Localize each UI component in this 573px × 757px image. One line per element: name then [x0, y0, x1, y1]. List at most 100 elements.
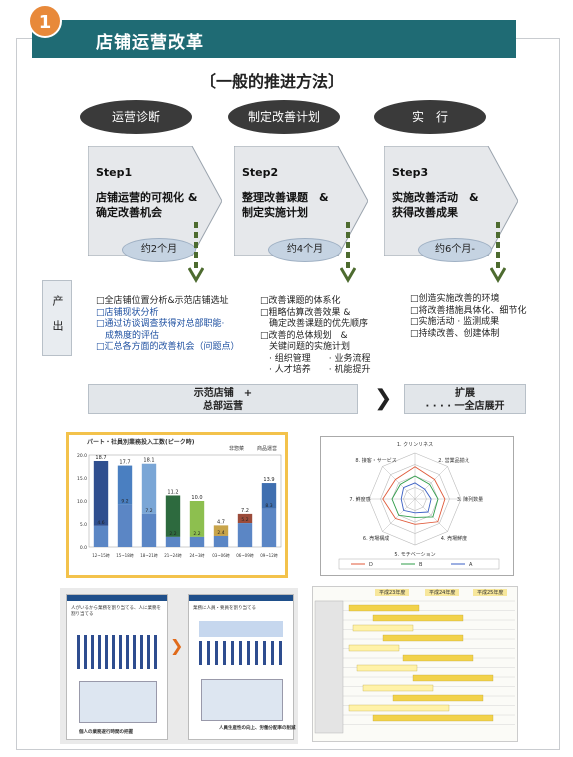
radar-axis-label: 4. 売場鮮度 — [441, 535, 467, 542]
bar-value-label: 4.6 — [97, 520, 104, 526]
roadmap-gantt-grid — [314, 600, 515, 734]
chevron-right-icon: ❯ — [374, 386, 393, 411]
radar-series — [400, 482, 432, 514]
bar-value-label: 17.7 — [119, 460, 130, 466]
gantt-bar — [362, 684, 434, 692]
bar-segment-lower — [189, 536, 205, 547]
section-number-badge: 1 — [28, 4, 62, 38]
row-label-column — [314, 600, 344, 734]
output-item: 成熟度的评估 — [96, 330, 160, 341]
step-3-title: Step3 — [392, 166, 429, 179]
bar-segment-upper — [213, 525, 229, 536]
chart-title: パート・社員別業務投入工数(ピーク時) — [87, 439, 195, 446]
radar-axis-label: 3. 陳列数量 — [457, 496, 483, 503]
output-item: □店铺现状分析 — [96, 307, 159, 318]
radar-axis — [414, 466, 448, 500]
radar-legend-box — [338, 558, 500, 570]
bar-value-label: 7.2 — [145, 508, 152, 514]
slide-1-footer: 個人の業務遂行時間の把握 — [79, 730, 133, 735]
step-2-outputs: □改善课题的体系化□粗略估算改善效果 & 确定改善课题的优先顺序□改善的总体规划… — [260, 296, 370, 377]
chart-legend-1: 非惣菜 — [229, 446, 245, 452]
slide-current: 人がいるから業務を割り当てる、人に業務を割り当てる 個人の業務遂行時間の把握 — [66, 594, 168, 740]
step-1-outputs: □全店铺位置分析&示范店铺选址□店铺现状分析□通过访谈调查获得对总部职能· 成熟… — [96, 296, 240, 354]
roadmap-year-3: 平成25年度 — [473, 589, 508, 596]
gantt-bar — [382, 634, 464, 642]
slide-future: 業務に人員・要員を割り当てる 人員生産性の向上、労働分配率の削減 — [188, 594, 296, 740]
bar-segment-lower — [165, 536, 181, 547]
bar-segment-upper — [117, 465, 133, 505]
step-1-line2: 确定改善机会 — [96, 206, 162, 219]
step-3-desc: 实施改善活动 & 获得改善成果 — [392, 190, 479, 220]
output-label-box: 产出 — [42, 280, 72, 356]
step-2-line1: 整理改善课题 & — [242, 191, 329, 204]
y-tick-label: 0.0 — [80, 545, 87, 551]
slide-1-title: 人がいるから業務を割り当てる、人に業務を割り当てる — [71, 606, 161, 617]
step-1-desc: 店铺运营的可视化 & 确定改善机会 — [96, 190, 197, 220]
bar-segment-upper — [237, 513, 253, 524]
roadmap-year-2: 平成24年度 — [425, 589, 460, 596]
step-2-title: Step2 — [242, 166, 279, 179]
step-2-desc: 整理改善课题 & 制定实施计划 — [242, 190, 329, 220]
x-tick-label: 24~3時 — [190, 552, 205, 558]
bar-value-label: 8.3 — [265, 503, 272, 509]
x-tick-label: 18~21時 — [140, 552, 158, 558]
bar-segment-lower — [93, 525, 109, 547]
legend-label: D — [369, 562, 373, 568]
step-3-arrow-shape — [384, 146, 518, 256]
step-3: Step3 实施改善活动 & 获得改善成果 约6个月- — [384, 146, 518, 262]
result-right-line1: 扩展 — [455, 388, 475, 399]
radar-axis — [414, 498, 448, 532]
bar-segment-lower — [141, 513, 157, 547]
radar-axis-label: 7. 鮮度感 — [349, 496, 370, 503]
slide-2-footer: 人員生産性の向上、労働分配率の削減 — [219, 726, 296, 731]
bar-value-label: 18.7 — [95, 455, 106, 461]
step-1-arrow-shape — [88, 146, 222, 256]
thumbnail-roadmap: 平成23年度 平成24年度 平成25年度 — [312, 586, 518, 742]
radar-axis — [382, 466, 416, 500]
step-2-duration: 约4个月 — [268, 238, 342, 262]
gantt-bar — [352, 624, 414, 632]
gantt-bar — [402, 654, 474, 662]
header-bar — [32, 20, 516, 58]
output-item: □粗略估算改善效果 & — [260, 307, 351, 318]
gantt-bar — [356, 664, 418, 672]
result-left-line2: 总部运营 — [203, 401, 243, 412]
result-rollout: 扩展 · · · · 一全店展开 — [404, 384, 526, 414]
bar-segment-upper — [165, 495, 181, 537]
slide-2-chart — [201, 679, 283, 721]
radar-series — [382, 466, 446, 525]
output-item: □创造实施改善的环境 — [410, 294, 500, 304]
step-1-line1: 店铺运营的可视化 & — [96, 191, 198, 204]
x-tick-label: 21~24時 — [164, 552, 182, 558]
y-tick-label: 5.0 — [80, 522, 87, 528]
y-tick-label: 15.0 — [77, 476, 87, 482]
output-item: □汇总各方面的改善机会（问题点） — [96, 342, 240, 352]
bar-segment-upper — [261, 483, 277, 509]
slide-2-title: 業務に人員・要員を割り当てる — [193, 606, 256, 611]
x-tick-label: 12~15時 — [92, 552, 110, 558]
phase-pill-diagnosis: 运营诊断 — [80, 100, 192, 134]
bar-segment-lower — [261, 508, 277, 547]
x-tick-label: 15~18時 — [116, 552, 134, 558]
bar-segment-upper — [189, 501, 205, 537]
step-1-duration: 约2个月 — [122, 238, 196, 262]
output-item: · 组织管理 · 业务流程 — [260, 353, 371, 364]
output-item: □通过访谈调查获得对总部职能· — [96, 319, 225, 329]
gantt-bar — [392, 694, 484, 702]
output-item: □改善的总体规划 & — [260, 330, 348, 341]
output-item: □改善课题的体系化 — [260, 296, 341, 306]
slide-header-bar — [189, 595, 293, 601]
step-2-line2: 制定实施计划 — [242, 206, 308, 219]
radar-axis-label: 6. 売場構成 — [363, 535, 389, 542]
bar-value-label: 9.2 — [121, 499, 128, 505]
gantt-bar — [372, 714, 494, 722]
people-icons — [77, 635, 157, 669]
radar-axis-label: 8. 接客・サービス — [355, 457, 396, 464]
bar-segment-lower — [237, 523, 253, 547]
phase-pill-execute: 实 行 — [374, 100, 486, 134]
output-label: 产出 — [51, 295, 64, 345]
output-item: □全店铺位置分析&示范店铺选址 — [96, 296, 229, 306]
